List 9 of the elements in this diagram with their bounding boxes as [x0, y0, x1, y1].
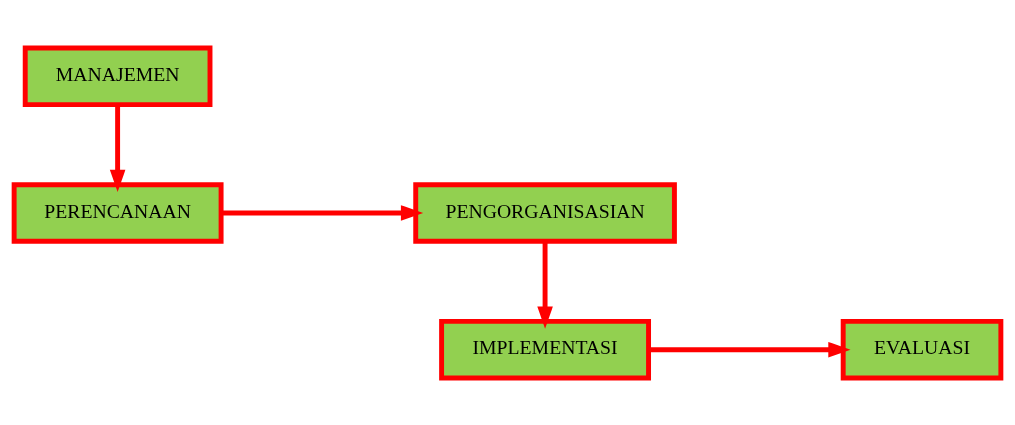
arrow [648, 341, 851, 358]
node-box: IMPLEMENTASI [439, 318, 651, 381]
node-box: MANAJEMEN [22, 44, 213, 107]
arrow [109, 104, 126, 192]
node-box: PENGORGANISASIAN [413, 181, 677, 244]
arrow [537, 240, 553, 329]
node-box: EVALUASI [840, 318, 1004, 381]
arrow [221, 204, 424, 221]
node-box: PERENCANAAN [11, 181, 224, 244]
